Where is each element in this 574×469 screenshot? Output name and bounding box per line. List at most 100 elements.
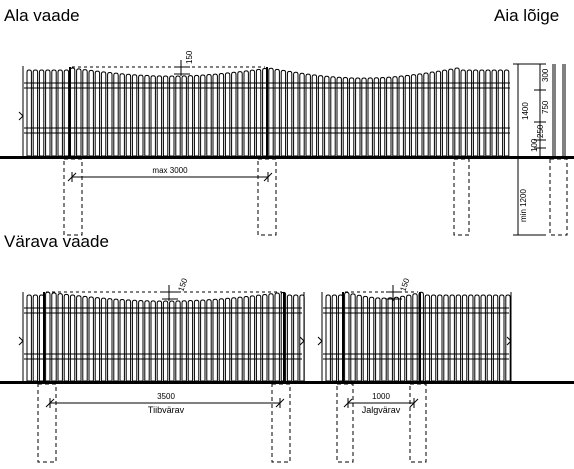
drive-gate-width-dimension (45, 398, 285, 408)
fence-picket (26, 69, 32, 157)
fence-picket (45, 69, 51, 157)
wicket-picket (499, 294, 505, 382)
fence-picket (100, 71, 107, 157)
wicket-picket (412, 293, 418, 382)
fence-picket (187, 75, 194, 157)
post-spacing-dimension (67, 172, 273, 182)
fence-picket (404, 74, 411, 157)
wicket-picket (474, 294, 480, 382)
ground-line-gates (0, 381, 574, 384)
section-dimension-lines (513, 63, 546, 236)
fence-picket (367, 77, 373, 157)
fence-picket (497, 69, 504, 157)
wicket-picket (406, 294, 412, 382)
fence-picket (237, 71, 243, 157)
fence-picket (69, 67, 76, 157)
wicket-picket (399, 295, 406, 382)
wicket-picket (461, 294, 468, 382)
fence-picket (299, 72, 305, 157)
fence-picket (503, 69, 510, 157)
section-height-750: 750 (541, 100, 550, 114)
gate-rails (24, 307, 509, 360)
fence-posts-underground (63, 158, 470, 236)
gate-picket (243, 295, 249, 382)
fence-picket (417, 73, 423, 157)
fence-picket (156, 75, 163, 157)
wicket-picket (362, 295, 369, 382)
section-height-250: 250 (536, 124, 545, 138)
gate-picket (237, 296, 243, 382)
fence-picket (162, 75, 169, 157)
gate-picket (69, 294, 76, 382)
wicket-picket (455, 294, 462, 382)
fence-picket (423, 72, 429, 157)
wicket-picket (356, 294, 362, 382)
fence-picket (472, 69, 479, 157)
gate-picket (286, 294, 293, 382)
gate-picket (156, 300, 163, 382)
fence-picket (32, 69, 39, 157)
fence-picket (206, 74, 212, 157)
fence-picket (336, 76, 342, 157)
fence-picket (181, 75, 187, 157)
gate-picket (206, 299, 212, 382)
fence-picket (410, 74, 417, 157)
gate-picket (32, 294, 39, 382)
fence-picket (138, 74, 144, 157)
fence-picket (169, 75, 175, 157)
gate-picket (138, 300, 144, 382)
fence-picket (38, 69, 45, 157)
wicket-picket (505, 294, 511, 382)
fence-picket (249, 69, 256, 157)
fence-picket (386, 76, 392, 157)
fence-picket (392, 76, 398, 157)
fence-picket (82, 69, 88, 157)
gate-picket (131, 299, 138, 382)
gate-picket (187, 300, 194, 382)
arc-dimension (174, 60, 190, 76)
fence-picket (63, 69, 70, 157)
fence-picket (286, 70, 293, 157)
ground-line-fence (0, 156, 574, 159)
fence-picket (193, 74, 200, 157)
fence-picket (435, 70, 442, 157)
gate-picket (82, 295, 88, 382)
wicket-picket (480, 294, 486, 382)
fence-picket (57, 69, 63, 157)
wicket-width-label: 1000 (372, 392, 390, 401)
gate-posts-underground (37, 383, 427, 463)
gate-picket (63, 293, 70, 382)
fence-picket (448, 68, 454, 157)
fence-picket (231, 71, 237, 157)
fence-picket (293, 71, 299, 157)
fence-section-title: Aia lõige (494, 6, 560, 25)
gate-picket (162, 300, 169, 382)
arc-height-label: 150 (185, 50, 194, 64)
gate-picket (45, 291, 51, 382)
fence-picket (342, 77, 349, 157)
fence-picket (51, 69, 57, 157)
gate-arc-label: 150 (176, 277, 189, 293)
wicket-picket (449, 294, 455, 382)
gate-picket (224, 297, 231, 382)
drive-gate-pickets (26, 291, 305, 382)
gate-view-title: Värava vaade (4, 232, 109, 251)
fence-picket (243, 70, 249, 157)
gate-picket (218, 298, 225, 382)
gate-picket (150, 300, 156, 382)
fence-picket (218, 73, 225, 157)
fence-picket (330, 76, 336, 157)
gate-picket (26, 294, 32, 382)
gate-picket (100, 297, 107, 382)
fence-picket (460, 69, 466, 157)
fence-picket (224, 72, 231, 157)
fence-picket (200, 74, 206, 157)
fence-picket (280, 69, 287, 157)
gate-arc-dimensions (162, 285, 402, 301)
fence-picket (311, 74, 318, 157)
gate-picket (293, 294, 299, 382)
fence-picket (398, 75, 404, 157)
fence-view-title: Ala vaade (4, 6, 80, 25)
gate-picket (255, 294, 262, 382)
